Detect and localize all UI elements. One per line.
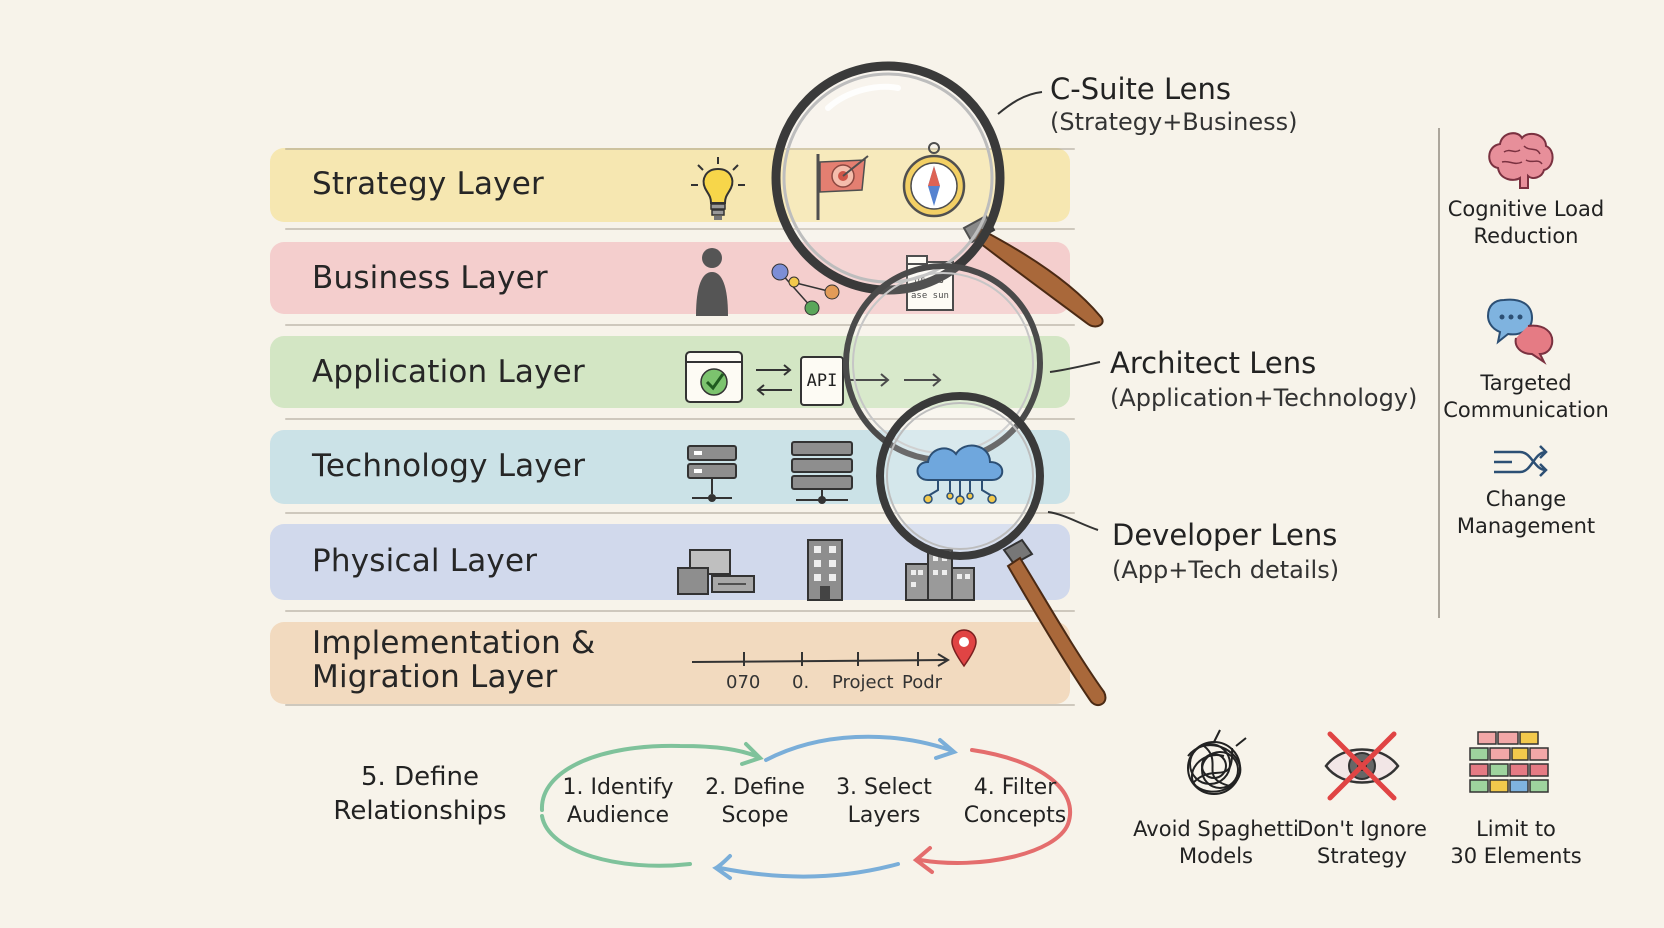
benefit-label-line: Communication — [1443, 398, 1609, 422]
app-window-check-icon — [685, 351, 743, 403]
server-icon — [687, 445, 737, 502]
layer-label-business: Business Layer — [312, 260, 548, 296]
tangle-icon — [1187, 729, 1247, 795]
tip-label-line: Models — [1179, 844, 1253, 868]
exchange-arrows-icon — [756, 364, 792, 396]
tip-label-line: 30 Elements — [1450, 844, 1582, 868]
person-icon — [696, 248, 728, 316]
band-divider — [285, 324, 1075, 326]
step-label-line: 1. Identify — [562, 775, 674, 800]
step-label-line: Layers — [847, 803, 921, 828]
lens-subtitle-architect: (Application+Technology) — [1110, 384, 1418, 412]
process-cycle-arrows — [539, 734, 1072, 880]
lens-title-c-suite: C-Suite Lens — [1050, 72, 1231, 106]
step-define-scope: 2. Define Scope — [700, 774, 810, 830]
step-label-line: 4. Filter — [973, 775, 1057, 800]
brain-icon — [1488, 132, 1554, 189]
timeline-label: 070 — [726, 672, 761, 693]
magnifier-c-suite-lens — [771, 61, 1005, 295]
benefit-label-line: Management — [1456, 514, 1596, 538]
benefit-label-line: Reduction — [1473, 224, 1579, 248]
step-label-line: Relationships — [333, 796, 507, 826]
benefit-label-line: Targeted — [1480, 371, 1572, 395]
tip-label-line: Avoid Spaghetti — [1133, 817, 1299, 841]
crossed-eye-icon — [1324, 731, 1400, 801]
document-note-line: ase sun — [911, 291, 949, 301]
leader-line-architect — [1049, 361, 1101, 373]
timeline-label: Podr — [902, 672, 943, 693]
lightbulb-icon — [691, 157, 745, 220]
band-divider — [285, 704, 1075, 706]
band-divider — [285, 512, 1075, 514]
lens-subtitle-c-suite: (Strategy+Business) — [1050, 108, 1298, 136]
map-pin-icon — [951, 629, 977, 668]
step-label-line: 5. Define — [361, 762, 479, 792]
band-divider — [285, 418, 1075, 420]
layer-label-application: Application Layer — [312, 354, 585, 390]
step-label-line: 3. Select — [836, 775, 932, 800]
layer-label-implementation: Implementation & Migration Layer — [312, 626, 595, 694]
band-divider — [285, 228, 1075, 230]
computer-hardware-icon — [677, 549, 755, 595]
layer-label-physical: Physical Layer — [312, 543, 538, 579]
lens-title-developer: Developer Lens — [1112, 518, 1338, 552]
step-label-line: 2. Define — [705, 775, 805, 800]
benefit-label-cognitive-load: Cognitive Load Reduction — [1426, 196, 1626, 250]
step-select-layers: 3. Select Layers — [828, 774, 940, 830]
layer-label-technology: Technology Layer — [312, 448, 586, 484]
flow-arrows-icon — [850, 373, 942, 387]
benefit-label-targeted-communication: Targeted Communication — [1426, 370, 1626, 424]
step-label-line: Concepts — [963, 803, 1067, 828]
network-nodes-icon — [771, 263, 840, 316]
step-identify-audience: 1. Identify Audience — [556, 774, 680, 830]
step-label-line: Audience — [566, 803, 670, 828]
building-icon — [807, 539, 843, 601]
grid-blocks-icon — [1469, 731, 1549, 793]
cloud-network-icon — [916, 444, 1004, 505]
api-box: API — [800, 356, 844, 406]
timeline-label: 0. — [792, 672, 810, 693]
tip-label-line: Strategy — [1317, 844, 1407, 868]
target-flag-icon — [816, 154, 869, 220]
timeline-line — [691, 652, 950, 667]
side-divider — [1438, 128, 1440, 618]
lens-title-architect: Architect Lens — [1110, 346, 1317, 380]
change-arrows-icon — [1494, 445, 1548, 477]
tip-limit-elements: Limit to 30 Elements — [1426, 816, 1606, 870]
tip-dont-ignore-strategy: Don't Ignore Strategy — [1272, 816, 1452, 870]
magnifier-handle-developer — [1002, 538, 1107, 707]
benefit-label-change-management: Change Management — [1426, 486, 1626, 540]
step-filter-concepts: 4. Filter Concepts — [958, 774, 1072, 830]
benefit-label-line: Change — [1485, 487, 1567, 511]
band-divider — [285, 610, 1075, 612]
step-define-relationships: 5. Define Relationships — [330, 760, 510, 828]
layer-label-line: Migration Layer — [312, 659, 558, 695]
layer-label-strategy: Strategy Layer — [312, 166, 544, 202]
layer-label-line: Implementation & — [312, 625, 596, 661]
band-divider — [285, 148, 1075, 150]
chat-bubbles-icon — [1486, 298, 1554, 365]
layer-band-implementation — [270, 622, 1070, 704]
step-label-line: Scope — [721, 803, 789, 828]
api-label: API — [806, 371, 838, 391]
tip-label-line: Don't Ignore — [1297, 817, 1427, 841]
lens-subtitle-developer: (App+Tech details) — [1112, 556, 1340, 584]
compass-icon — [902, 142, 966, 218]
leader-line-c-suite — [997, 91, 1043, 115]
tip-avoid-spaghetti: Avoid Spaghetti Models — [1126, 816, 1306, 870]
benefit-label-line: Cognitive Load — [1447, 197, 1605, 221]
tip-label-line: Limit to — [1476, 817, 1556, 841]
leader-line-developer — [1047, 511, 1099, 531]
server-icon — [791, 441, 853, 504]
timeline-label: Project — [832, 672, 894, 693]
